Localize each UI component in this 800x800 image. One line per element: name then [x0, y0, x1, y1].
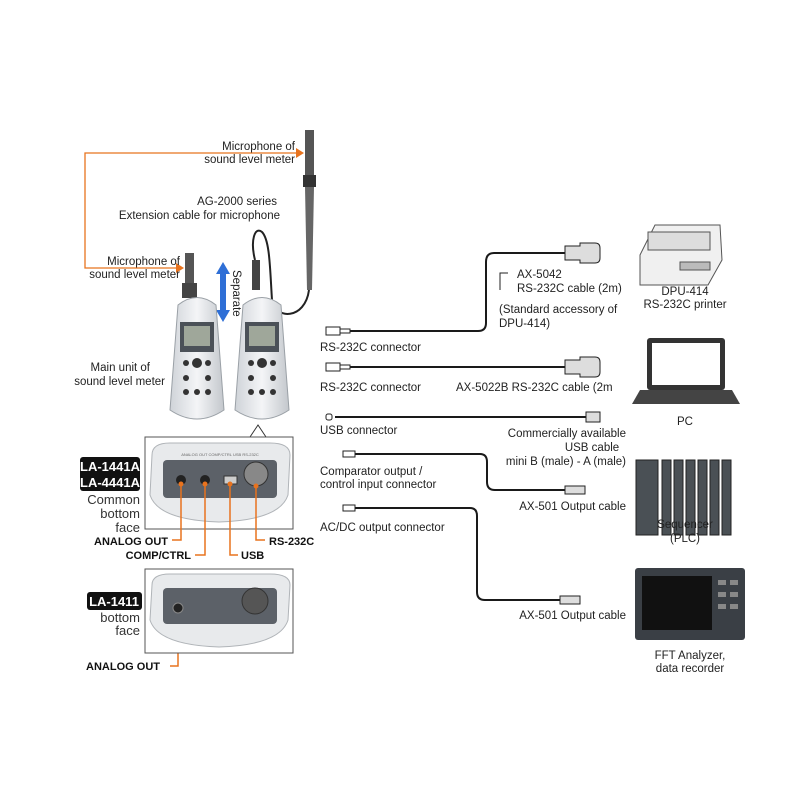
port-comp-ctrl: COMP/CTRL — [126, 550, 192, 562]
badge-la1411: LA-1411 — [89, 594, 139, 609]
cable-ax5042 — [350, 252, 565, 332]
cable-ax501-comp — [355, 453, 565, 491]
fft-label-1: FFT Analyzer, — [655, 650, 726, 662]
plc-label-1: Sequencer — [657, 519, 713, 531]
port-analog-out-b: ANALOG OUT — [86, 661, 160, 673]
port-rs232c: RS-232C — [269, 536, 314, 548]
mic-top-label-1: Microphone of — [222, 141, 296, 153]
connector-plugs — [325, 242, 601, 605]
port-analog-out: ANALOG OUT — [94, 536, 168, 548]
extension-label-2: Extension cable for microphone — [119, 210, 280, 222]
common-face-1: Common — [87, 492, 140, 507]
extension-label-1: AG-2000 series — [197, 196, 277, 208]
badge-la1441a: LA-1441A — [80, 459, 141, 474]
cable-ax501-acdc — [355, 507, 560, 601]
panel-port-labels: ANALOG OUT COMP/CTRL USB RS-232C — [181, 452, 259, 457]
connector-comp-2: control input connector — [320, 479, 437, 491]
connector-acdc: AC/DC output connector — [320, 522, 445, 534]
extension-microphone — [252, 130, 316, 315]
model-badge-b — [87, 592, 142, 610]
common-face-3: face — [115, 520, 140, 535]
mic-top-label-2: sound level meter — [204, 154, 295, 166]
common-face-2: bottom — [100, 506, 140, 521]
port-usb: USB — [241, 550, 264, 562]
ax5042-line3: (Standard accessory of — [499, 304, 618, 316]
usb-cable-2: USB cable — [565, 442, 619, 454]
sound-level-meter-2 — [234, 297, 290, 420]
main-unit-label-2: sound level meter — [74, 376, 165, 388]
sound-level-meter-1 — [169, 297, 225, 420]
ax5022b-label: AX-5022B RS-232C cable (2m — [456, 382, 613, 394]
plc-icon — [635, 459, 732, 536]
arrow-lower-mic — [176, 263, 184, 273]
mic-leader-line — [84, 152, 300, 269]
usb-cable-1: Commercially available — [508, 428, 626, 440]
separate-arrow — [216, 262, 230, 322]
lower-microphone — [182, 253, 197, 298]
plc-label-2: (PLC) — [670, 533, 700, 545]
ax5042-line1: AX-5042 — [517, 269, 562, 281]
main-unit-label-1: Main unit of — [91, 362, 151, 374]
ax5042-line2: RS-232C cable (2m) — [517, 283, 622, 295]
fft-label-2: data recorder — [656, 663, 725, 675]
printer-label-2: RS-232C printer — [643, 299, 726, 311]
arrow-top-mic — [296, 148, 304, 158]
bottom-face-la1411 — [144, 568, 294, 654]
badge-la4441a: LA-4441A — [80, 475, 141, 490]
laptop-icon — [632, 338, 740, 404]
mic-lower-label-2: sound level meter — [89, 269, 180, 281]
connector-usb: USB connector — [320, 425, 398, 437]
connector-comp-1: Comparator output / — [320, 466, 423, 478]
separate-label: Separate — [230, 270, 242, 317]
printer-icon — [639, 224, 723, 286]
connector-rs232c-2: RS-232C connector — [320, 382, 421, 394]
connector-rs232c-1: RS-232C connector — [320, 342, 421, 354]
b-face-2: face — [115, 623, 140, 638]
ax501-acdc-label: AX-501 Output cable — [519, 610, 626, 622]
b-face-1: bottom — [100, 610, 140, 625]
ax501-comp-label: AX-501 Output cable — [519, 501, 626, 513]
mic-lower-label-1: Microphone of — [107, 256, 181, 268]
pc-label: PC — [677, 416, 693, 428]
model-badge-a — [80, 457, 140, 491]
bottom-face-la1441a: ANALOG OUT COMP/CTRL USB RS-232C — [144, 424, 294, 530]
fft-analyzer-icon — [635, 568, 745, 640]
usb-cable-3: mini B (male) - A (male) — [506, 456, 626, 468]
ax5042-line4: DPU-414) — [499, 318, 550, 330]
port-leaders — [170, 482, 265, 667]
printer-label-1: DPU-414 — [661, 286, 709, 298]
cables — [335, 252, 586, 601]
ax5042-bracket — [499, 272, 508, 290]
